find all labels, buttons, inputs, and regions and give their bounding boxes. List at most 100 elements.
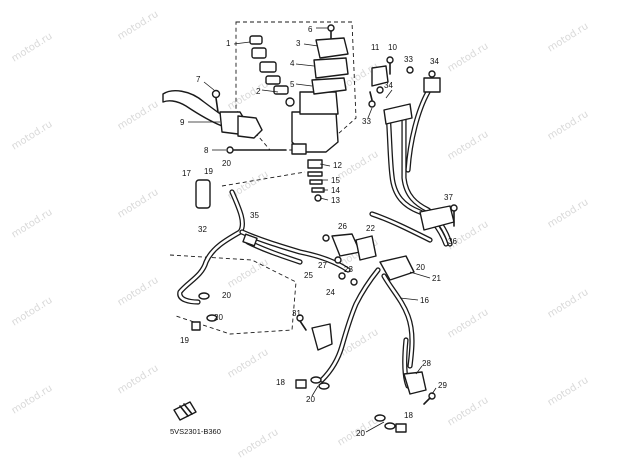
leader-28 <box>415 365 423 375</box>
bolt-shank <box>423 397 431 405</box>
lever-pivot-bolt <box>211 89 221 99</box>
hose-guide <box>195 179 211 209</box>
callout-4: 4 <box>290 59 295 68</box>
hose-joint <box>383 103 413 125</box>
reference-part-icon-detail <box>179 403 193 417</box>
callout-19-lower: 19 <box>180 336 189 345</box>
watermark: motod.ru <box>226 79 271 113</box>
watermark: motod.ru <box>446 129 491 163</box>
piston-cup <box>265 75 281 85</box>
callout-10: 10 <box>388 43 397 52</box>
callout-9: 9 <box>180 118 185 127</box>
right-bolt <box>450 204 458 227</box>
brake-hose-main <box>177 179 351 305</box>
callout-20-bottom: 20 <box>356 429 365 438</box>
callout-18-left: 18 <box>276 378 285 387</box>
watermark-layer: motod.ru motod.ru motod.ru motod.ru moto… <box>10 9 591 461</box>
brake-hose-inner <box>382 274 414 368</box>
leader-5 <box>295 83 313 87</box>
piston-seal <box>251 47 267 59</box>
mount-leader-line <box>221 171 306 187</box>
bolt-shank <box>299 320 307 331</box>
watermark: motod.ru <box>10 119 55 153</box>
watermark: motod.ru <box>546 21 591 55</box>
callout-23: 23 <box>344 265 353 274</box>
watermark: motod.ru <box>546 287 591 321</box>
watermark: motod.ru <box>236 427 281 461</box>
watermark: motod.ru <box>226 347 271 381</box>
callout-20-upper: 20 <box>222 159 231 168</box>
leader-33 <box>367 107 373 119</box>
callout-22: 22 <box>366 224 375 233</box>
brake-hose-inner <box>320 268 380 382</box>
watermark: motod.ru <box>116 275 161 309</box>
callout-16: 16 <box>420 296 429 305</box>
watermark: motod.ru <box>116 99 161 133</box>
callout-32: 32 <box>198 225 207 234</box>
leader-3 <box>303 43 319 47</box>
callout-5: 5 <box>290 80 295 89</box>
callout-17: 17 <box>182 169 191 178</box>
leader-12 <box>319 163 331 167</box>
union-fittings <box>307 159 325 202</box>
callout-3: 3 <box>296 39 301 48</box>
union-washer <box>318 382 330 390</box>
bolt <box>338 272 346 280</box>
callout-11: 11 <box>371 43 380 52</box>
watermark: motod.ru <box>446 395 491 429</box>
watermark: motod.ru <box>10 295 55 329</box>
hose-joint-bracket <box>331 233 361 257</box>
bolt-head <box>450 204 458 212</box>
brake-hose-right <box>369 89 455 247</box>
bolt <box>334 256 342 264</box>
watermark: motod.ru <box>226 257 271 291</box>
lower-left-fittings <box>191 292 218 331</box>
leader-20f <box>365 421 385 433</box>
brake-hose-inner <box>240 230 350 272</box>
hose-routing-outline <box>169 254 297 335</box>
leader-16 <box>399 297 419 301</box>
bolt <box>322 234 330 242</box>
union-bolt <box>395 423 407 433</box>
spring <box>273 85 289 95</box>
union-bolt <box>307 159 323 169</box>
circlip <box>285 97 295 107</box>
master-cylinder-clamp <box>291 143 307 155</box>
callout-20-left: 20 <box>222 291 231 300</box>
hose-holder <box>311 323 333 351</box>
leader-34 <box>385 89 393 99</box>
watermark: motod.ru <box>446 307 491 341</box>
top-right-fittings <box>368 56 441 108</box>
union-washer <box>198 292 210 300</box>
piston-seal <box>249 35 263 45</box>
copper-washer <box>376 86 384 94</box>
brake-hose <box>405 89 431 173</box>
callout-37: 37 <box>444 193 453 202</box>
leader-7 <box>203 81 215 91</box>
callout-13: 13 <box>331 196 340 205</box>
reservoir-cap <box>315 37 349 59</box>
union-washer <box>374 414 386 422</box>
copper-washer <box>406 66 414 74</box>
hose-clamp <box>242 233 258 247</box>
watermark: motod.ru <box>116 9 161 43</box>
union-bolt-head <box>386 56 394 64</box>
union-banjo <box>371 65 389 87</box>
union-washer <box>206 314 218 322</box>
brake-hose-holder <box>355 235 377 261</box>
callout-33-mid: 33 <box>362 117 371 126</box>
brake-hose <box>381 273 415 369</box>
callout-2: 2 <box>256 87 261 96</box>
copper-washer <box>368 100 376 108</box>
callout-31: 31 <box>292 309 301 318</box>
reservoir <box>299 91 339 115</box>
watermark: motod.ru <box>446 41 491 75</box>
union-bolt-shank <box>369 91 373 101</box>
lever-pivot-bolt-shank <box>215 97 219 113</box>
cap-screw <box>327 24 335 32</box>
brake-hose-inner <box>406 90 430 172</box>
callout-19-upper: 19 <box>204 167 213 176</box>
brake-hose-lower <box>319 267 415 389</box>
watermark: motod.ru <box>446 219 491 253</box>
